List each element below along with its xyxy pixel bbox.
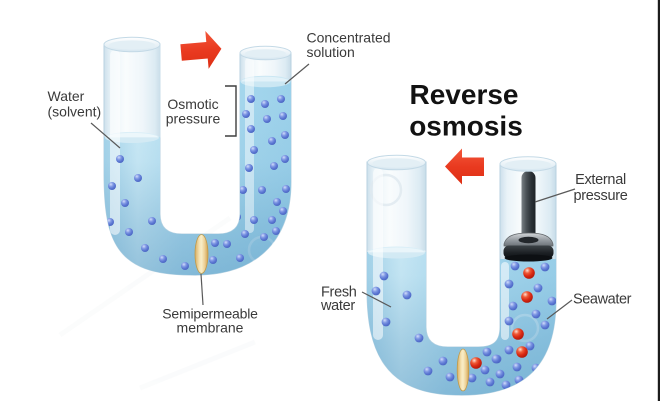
svg-text:solution: solution bbox=[307, 44, 355, 60]
svg-text:Semipermeable: Semipermeable bbox=[162, 306, 258, 322]
svg-text:Water: Water bbox=[48, 88, 85, 104]
svg-text:Concentrated: Concentrated bbox=[307, 30, 391, 46]
svg-text:membrane: membrane bbox=[177, 320, 244, 336]
svg-text:Reverse: Reverse bbox=[410, 79, 519, 110]
svg-text:External: External bbox=[575, 172, 626, 188]
svg-text:Fresh: Fresh bbox=[321, 285, 357, 301]
svg-text:Osmotic: Osmotic bbox=[167, 96, 218, 112]
svg-text:Seawater: Seawater bbox=[573, 292, 632, 308]
svg-text:osmosis: osmosis bbox=[409, 111, 523, 142]
svg-text:pressure: pressure bbox=[166, 111, 221, 127]
svg-text:water: water bbox=[320, 298, 355, 314]
svg-text:(solvent): (solvent) bbox=[48, 104, 102, 120]
svg-text:pressure: pressure bbox=[573, 188, 627, 204]
